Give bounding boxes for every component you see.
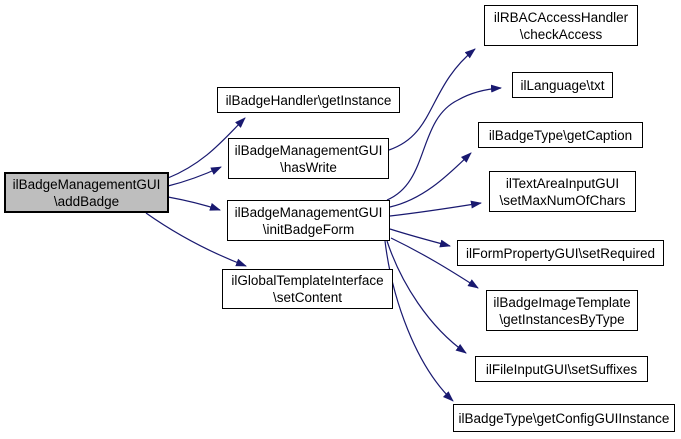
node-label: ilFormPropertyGUI\setRequired bbox=[465, 245, 656, 261]
node-hasWrite[interactable]: ilBadgeManagementGUI \hasWrite bbox=[228, 138, 389, 179]
node-label: ilBadgeManagementGUI bbox=[234, 142, 383, 158]
node-label: \setMaxNumOfChars bbox=[499, 192, 626, 208]
node-label: ilBadgeImageTemplate bbox=[493, 294, 631, 310]
node-getInstance[interactable]: ilBadgeHandler\getInstance bbox=[217, 87, 400, 113]
node-label: \checkAccess bbox=[519, 26, 603, 42]
node-label: ilBadgeType\getCaption bbox=[488, 127, 633, 143]
edge-addBadge-initBadgeForm bbox=[167, 196, 221, 211]
node-getConfigGUIInstance[interactable]: ilBadgeType\getConfigGUIInstance bbox=[453, 404, 675, 432]
edge-hasWrite-checkAccess bbox=[388, 48, 476, 151]
edge-initBadgeForm-setRequired bbox=[389, 228, 451, 248]
node-label: ilFileInputGUI\setSuffixes bbox=[485, 361, 638, 377]
edge-initBadgeForm-txt bbox=[386, 84, 502, 201]
node-label: \addBadge bbox=[53, 193, 120, 209]
node-getCaption[interactable]: ilBadgeType\getCaption bbox=[478, 122, 643, 148]
node-label: ilTextAreaInputGUI bbox=[505, 175, 620, 191]
node-label: ilRBACAccessHandler bbox=[493, 9, 629, 25]
node-checkAccess[interactable]: ilRBACAccessHandler \checkAccess bbox=[484, 5, 638, 46]
node-setMaxNumOfChars[interactable]: ilTextAreaInputGUI \setMaxNumOfChars bbox=[489, 171, 636, 212]
node-label: \initBadgeForm bbox=[262, 221, 355, 237]
edge-addBadge-hasWrite bbox=[167, 166, 222, 187]
node-setSuffixes[interactable]: ilFileInputGUI\setSuffixes bbox=[475, 356, 648, 382]
node-label: ilGlobalTemplateInterface bbox=[231, 273, 384, 288]
edge-addBadge-setContent bbox=[145, 212, 247, 267]
node-label: \hasWrite bbox=[280, 159, 337, 175]
node-label: ilBadgeManagementGUI bbox=[12, 176, 161, 192]
node-setRequired[interactable]: ilFormPropertyGUI\setRequired bbox=[457, 240, 664, 266]
node-label: ilBadgeHandler\getInstance bbox=[225, 92, 392, 108]
node-setContent[interactable]: ilGlobalTemplateInterface \setContent bbox=[222, 269, 393, 309]
node-label: ilBadgeType\getConfigGUIInstance bbox=[458, 410, 670, 426]
node-addBadge: ilBadgeManagementGUI \addBadge bbox=[4, 172, 169, 213]
edge-initBadgeForm-getInstancesByType bbox=[390, 237, 479, 289]
node-getInstancesByType[interactable]: ilBadgeImageTemplate \getInstancesByType bbox=[486, 290, 638, 331]
edge-addBadge-getInstance bbox=[167, 117, 246, 179]
node-label: \getInstancesByType bbox=[499, 311, 625, 327]
edge-initBadgeForm-getCaption bbox=[389, 152, 472, 208]
node-label: \setContent bbox=[272, 290, 343, 305]
edge-initBadgeForm-getConfigGUIInstance bbox=[384, 240, 454, 402]
node-initBadgeForm[interactable]: ilBadgeManagementGUI \initBadgeForm bbox=[227, 200, 390, 241]
edge-initBadgeForm-setMaxNumOfChars bbox=[389, 200, 482, 217]
edge-initBadgeForm-setSuffixes bbox=[386, 240, 467, 354]
node-txt[interactable]: ilLanguage\txt bbox=[512, 72, 613, 98]
node-label: ilLanguage\txt bbox=[520, 77, 605, 93]
node-label: ilBadgeManagementGUI bbox=[234, 204, 383, 220]
